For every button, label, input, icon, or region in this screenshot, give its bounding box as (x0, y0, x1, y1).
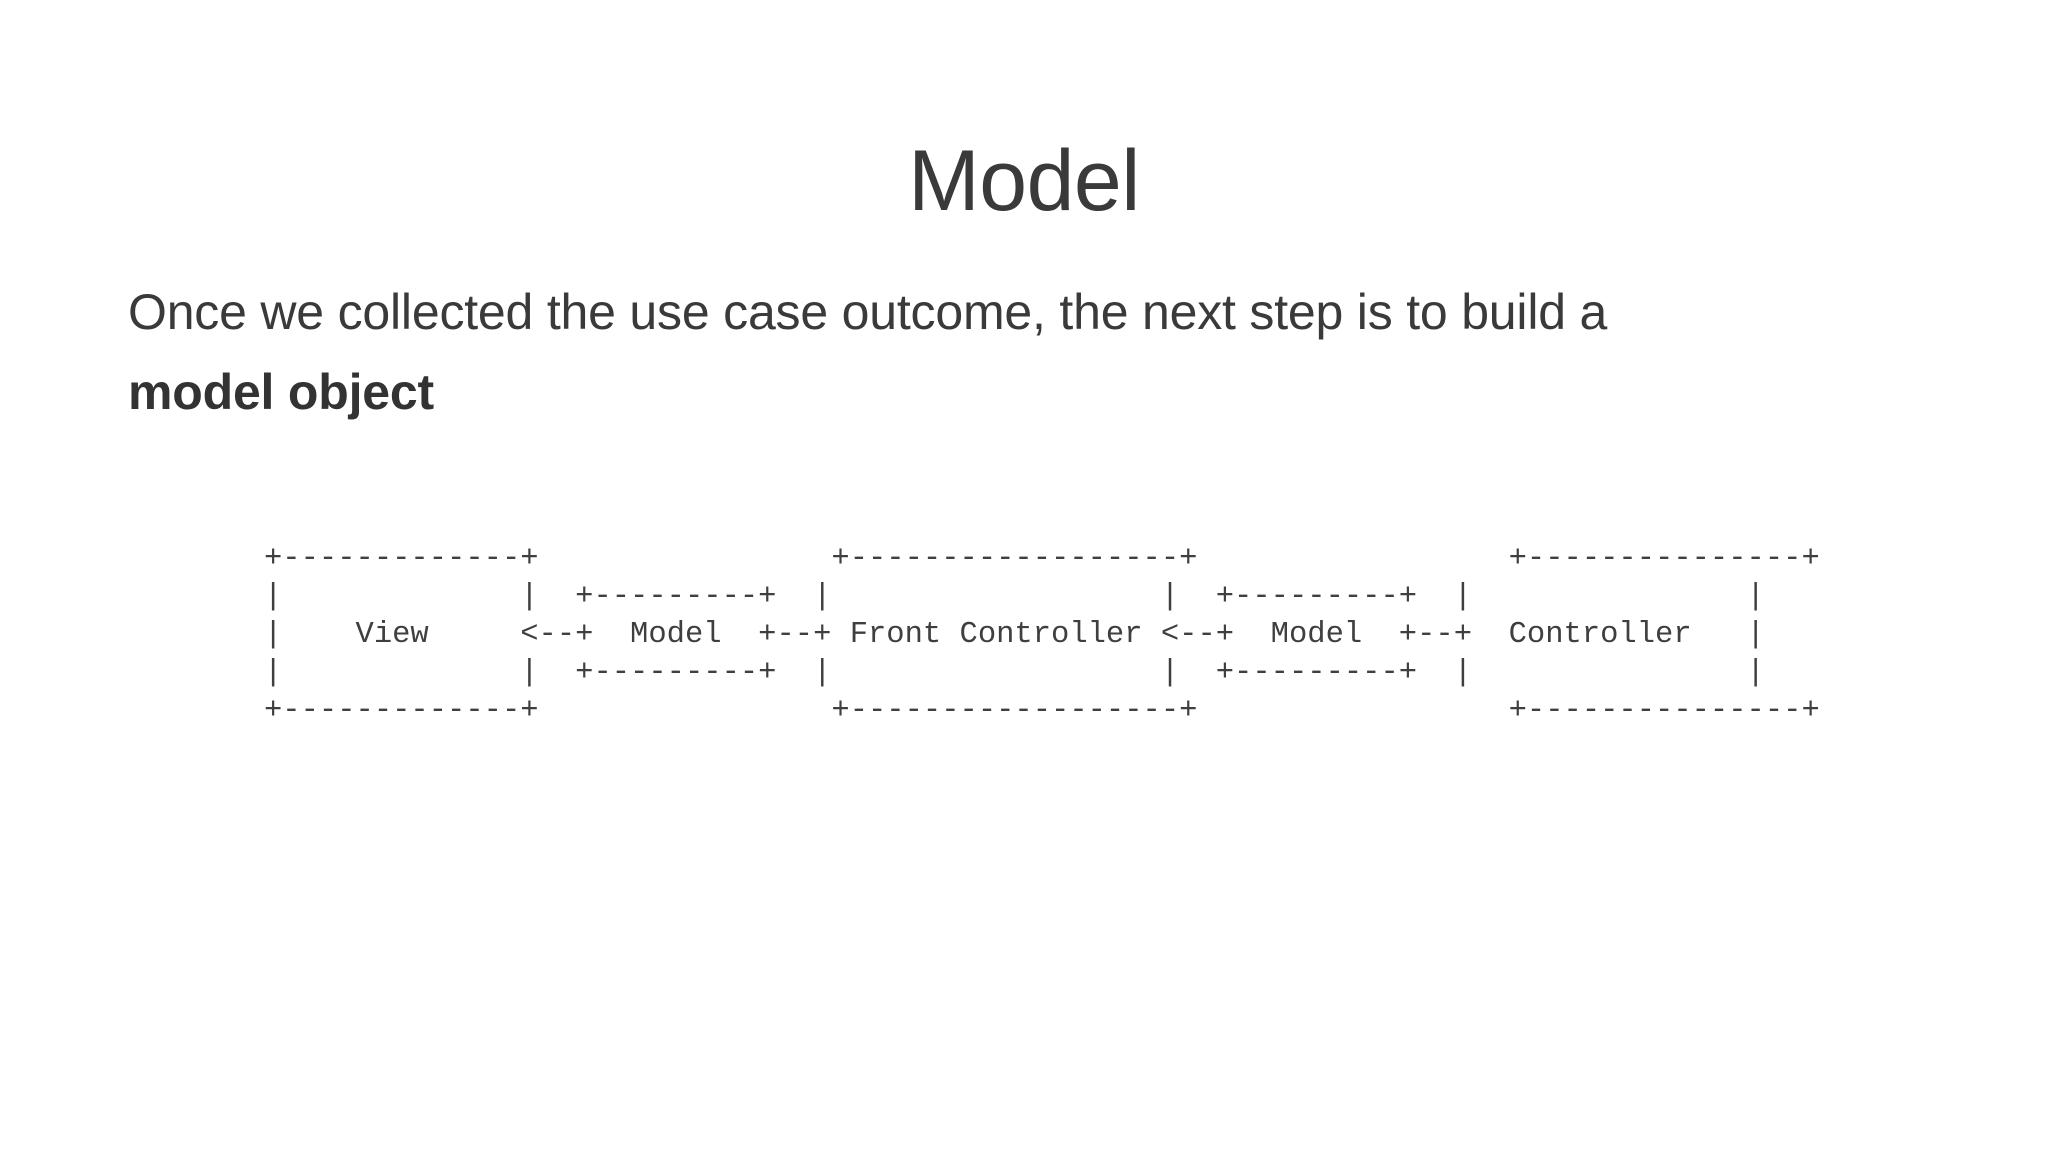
mvc-ascii-diagram: +-------------+ +------------------+ +--… (264, 542, 1820, 728)
body-line-2-emphasis: model object (128, 364, 434, 420)
body-line-1: Once we collected the use case outcome, … (128, 284, 1608, 340)
body-text-block: Once we collected the use case outcome, … (128, 272, 1948, 432)
page-title: Model (908, 132, 1140, 229)
